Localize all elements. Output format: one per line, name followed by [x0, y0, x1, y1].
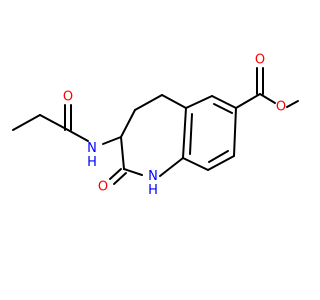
atom-o-ester-carbonyl: O — [255, 53, 265, 68]
bond-c7-c8 — [233, 107, 237, 157]
atom-o-amide-side: O — [63, 90, 73, 105]
bond-c2-n1 — [123, 168, 143, 176]
bond-c6-c7 — [211, 95, 237, 109]
bond-c9a-c5a — [182, 107, 187, 159]
bond-n1-c9a — [159, 157, 184, 177]
bond-c9-c9a — [182, 157, 209, 171]
bond-ester-c-o — [259, 93, 276, 104]
background — [0, 0, 300, 300]
bond-amide-c-n — [67, 129, 89, 142]
bond-c3-c4 — [120, 109, 136, 138]
bond-c4-c5 — [134, 94, 163, 111]
bond-ring-c-o-a — [109, 168, 122, 180]
bond-c8-c9-inner — [208, 150, 229, 163]
bond-ring-c-o-b — [113, 172, 127, 185]
bond-ester-o-ch3 — [286, 100, 299, 108]
bond-ethyl-terminal — [12, 114, 41, 131]
bond-c5a-c6 — [185, 95, 213, 109]
bond-c7-ester-c — [235, 93, 261, 109]
atom-o-ester-ether: O — [276, 100, 286, 115]
bond-c9a-c5a-inner — [189, 113, 193, 155]
atom-o-ring: O — [98, 180, 108, 195]
bond-ethyl-ch2 — [39, 114, 69, 131]
bond-c5-c5a — [161, 94, 187, 109]
bond-c8-c9 — [207, 155, 235, 171]
bond-c6-c7-inner — [213, 103, 233, 114]
bond-n-c3 — [102, 136, 122, 145]
bond-c3-c2 — [120, 136, 125, 170]
